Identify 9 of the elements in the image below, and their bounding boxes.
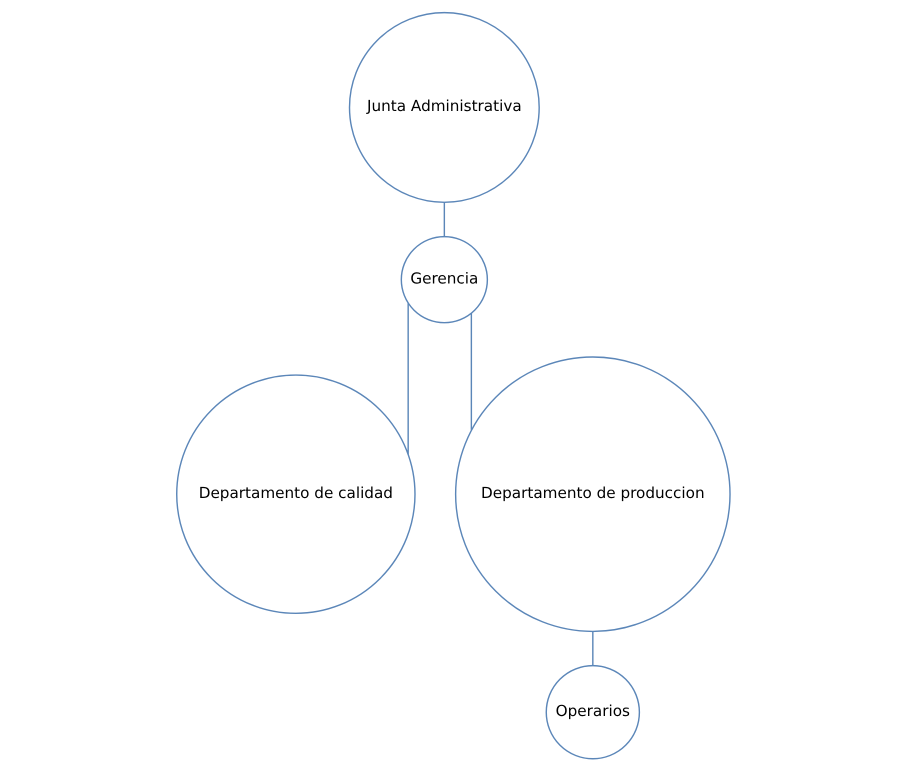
- node-circle: Departamento de calidad: [176, 374, 416, 614]
- connector: [406, 303, 408, 454]
- connector: [592, 632, 594, 666]
- node-circle: Gerencia: [400, 236, 488, 324]
- connector: [443, 202, 445, 236]
- node-circle: Junta Administrativa: [348, 12, 540, 203]
- node-circle: Operarios: [545, 664, 640, 760]
- node-circle: Departamento de produccion: [454, 356, 730, 632]
- connector: [470, 313, 472, 430]
